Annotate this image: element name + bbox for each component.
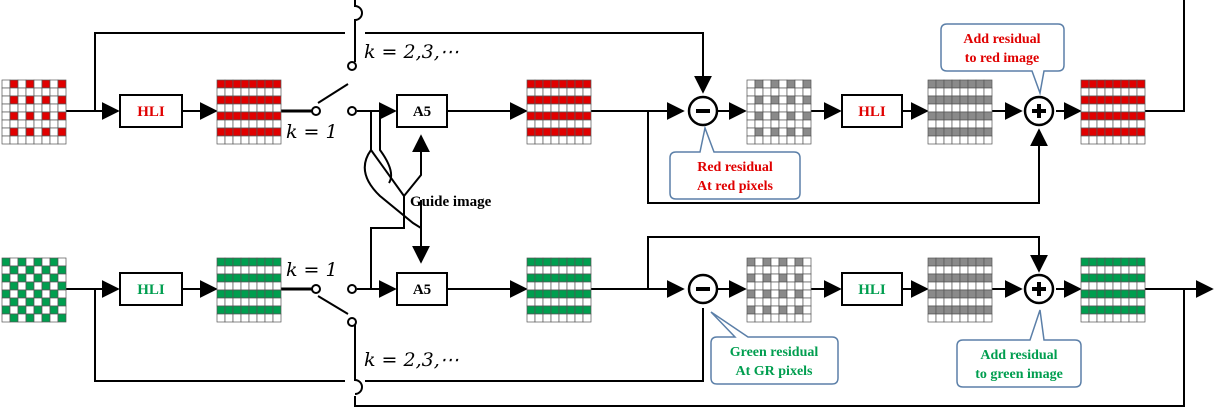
bottom-k-one-label: k = 1 [286,259,338,281]
bottom-add-line1: Add residual [980,348,1057,363]
bottom-residual-line2: At GR pixels [736,364,814,379]
bottom-minus-operator [687,273,719,305]
top-residual-callout: Red residual At red pixels [669,125,801,200]
top-hli-output-grid [216,79,282,145]
image-grids [1,79,1146,323]
bottom-residual-callout: Green residual At GR pixels [710,311,839,385]
bottom-input-grid [1,257,67,323]
bottom-k-more-label: k = 2,3,⋯ [364,349,459,371]
top-final-grid [1080,79,1146,145]
top-k-more-label: k = 2,3,⋯ [364,41,459,63]
top-hli-label: HLI [137,104,165,120]
switch-dots [311,61,357,327]
bottom-hli2-label: HLI [858,282,886,298]
top-residual-grid [746,79,812,145]
top-add-callout: Add residual to red image [940,23,1065,96]
bottom-residual-line1: Green residual [730,345,819,360]
top-hli2-label: HLI [858,104,886,120]
top-plus-operator [1023,95,1055,127]
top-row-connectors [66,0,1185,204]
guide-image-label: Guide image [410,194,492,210]
top-add-line1: Add residual [963,32,1040,47]
bottom-a5-output-grid [526,257,592,323]
guide-cross-lines [363,111,430,289]
top-minus-operator [687,95,719,127]
bottom-hli-box: HLI [119,272,183,306]
bottom-row-connectors [66,236,1214,407]
top-k-one-label: k = 1 [286,121,338,143]
bottom-a5-label: A5 [413,282,431,298]
top-a5-label: A5 [413,104,431,120]
bottom-hli2-box: HLI [841,272,903,306]
top-add-line2: to red image [965,51,1039,66]
top-residual-line1: Red residual [697,160,773,175]
top-hli2-box: HLI [841,94,903,128]
bottom-final-grid [1080,257,1146,323]
top-residual-line2: At red pixels [697,179,774,194]
top-hli-box: HLI [119,94,183,128]
top-input-grid [1,79,67,145]
top-a5-box: A5 [396,94,448,128]
bottom-plus-operator [1023,273,1055,305]
bottom-hli-label: HLI [137,282,165,298]
top-a5-output-grid [526,79,592,145]
bottom-hli-output-grid [216,257,282,323]
bottom-residual-grid [746,257,812,323]
bottom-add-callout: Add residual to green image [956,309,1082,388]
bottom-add-line2: to green image [975,367,1063,382]
bottom-a5-box: A5 [396,272,448,306]
bottom-residual-hli-grid [927,257,993,323]
top-residual-hli-grid [927,79,993,145]
